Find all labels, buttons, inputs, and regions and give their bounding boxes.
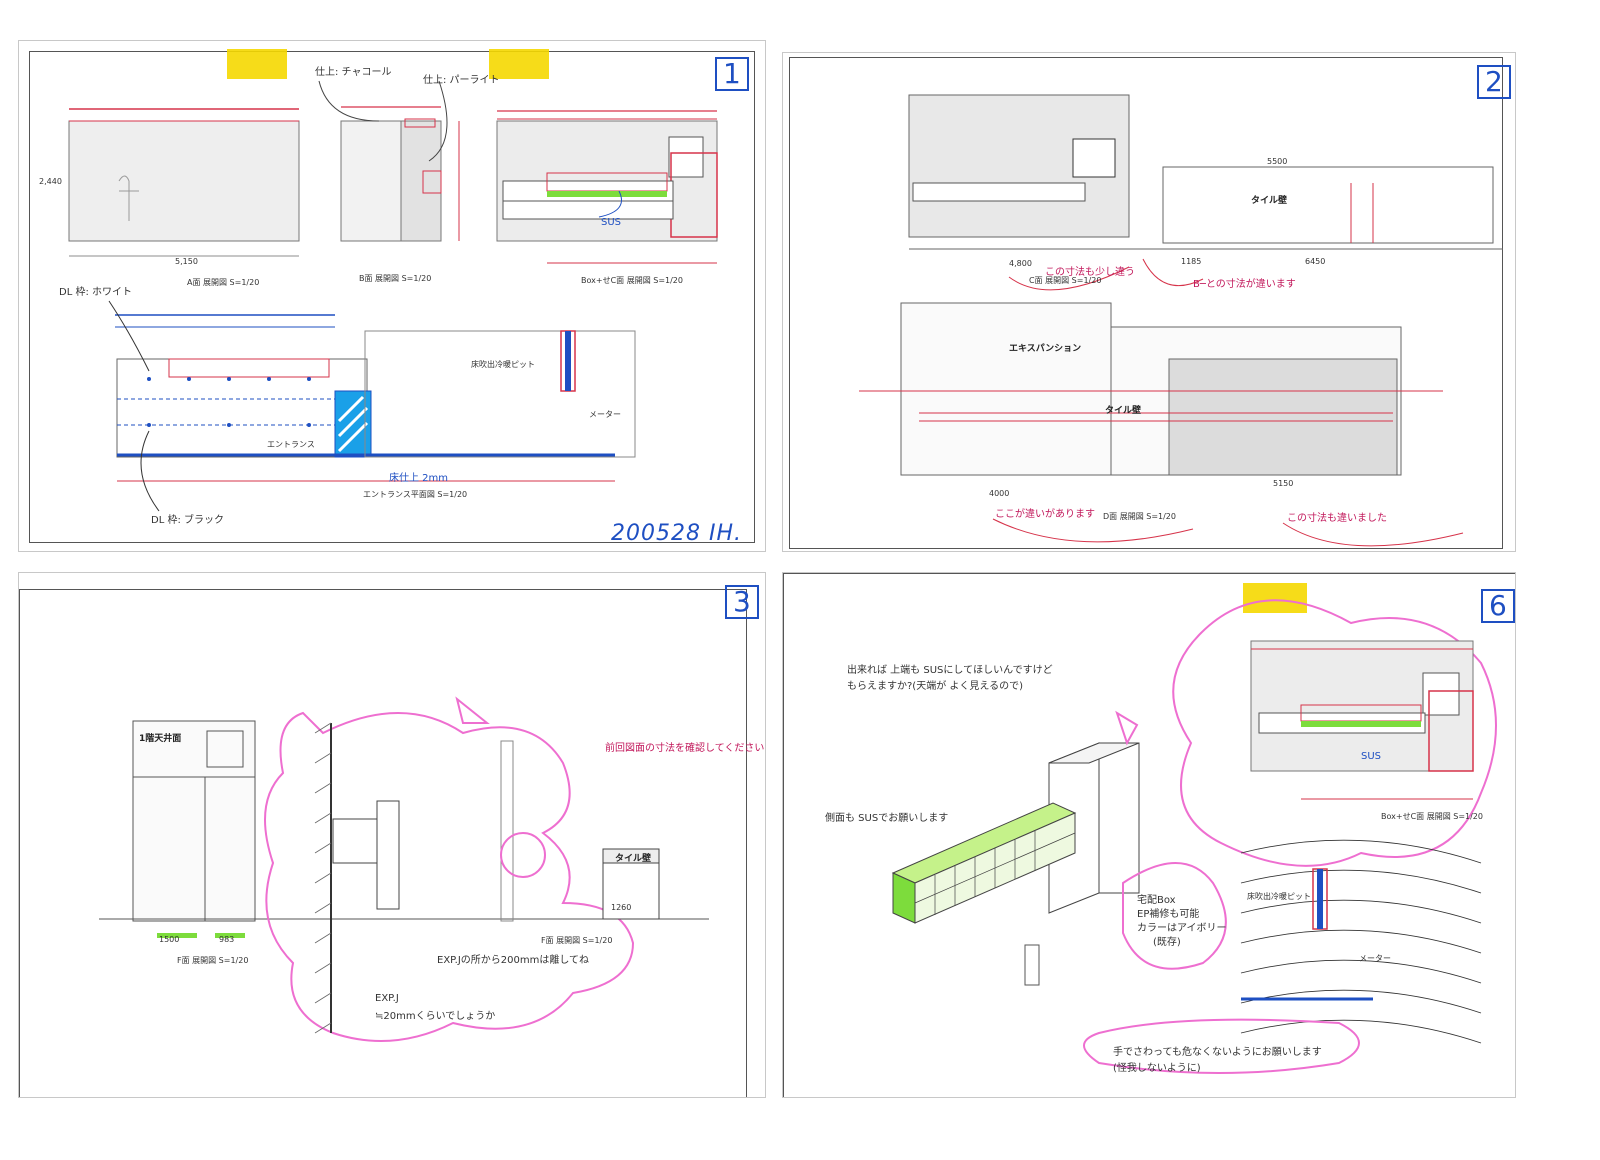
dim-2440: 2,440: [39, 177, 62, 186]
note-dl-bottom: DL 枠: ブラック: [151, 515, 224, 526]
note-sus: SUS: [1361, 751, 1382, 762]
dim-5150: 5,150: [175, 257, 198, 266]
label-elevation-f: F面 展開図 S=1/20: [177, 956, 249, 965]
sheet-3-drawing: [99, 696, 709, 1042]
note-floor: 床仕上 2mm: [389, 473, 449, 484]
note-box-2: EP補修も可能: [1137, 909, 1200, 920]
dim-5150: 5150: [1273, 479, 1294, 488]
note-bottom-2: (怪我しないように): [1113, 1063, 1201, 1074]
label-elevation-c: Box+せC面 展開図 S=1/20: [1381, 812, 1483, 821]
dim-6450: 6450: [1305, 257, 1326, 266]
signature: 200528 IH.: [611, 521, 742, 546]
elevation-a: [68, 108, 300, 257]
label-tile-wall-2: タイル壁: [1105, 406, 1142, 416]
dim-4000: 4000: [989, 489, 1010, 498]
sheet-3-frame: [19, 589, 747, 1097]
note-top: 出来れば 上端も SUSにしてほしいんですけど: [847, 665, 1053, 676]
note-pit: 前回図面の寸法を確認してください: [605, 743, 765, 754]
label-elevation-f2: F面 展開図 S=1/20: [541, 936, 613, 945]
note-exp: EXP.Jの所から200mmは離してね: [437, 955, 590, 966]
label-exp: EXP.J: [375, 993, 399, 1004]
dim-1500: 1500: [159, 935, 180, 944]
dim-1185: 1185: [1181, 257, 1202, 266]
elevation-c-copy: [1172, 599, 1497, 867]
label-tile-wall: タイル壁: [1251, 196, 1288, 206]
sheet-2-frame: [789, 57, 1503, 549]
sheet-2: 2 タイル壁 エキスパンション タイル壁 C面 展開図 S=1/20 D面 展開…: [782, 52, 1516, 552]
note-1: この寸法も少し違う: [1045, 267, 1135, 278]
sheet-2-drawing: [859, 94, 1503, 547]
dim-5500: 5500: [1267, 157, 1288, 166]
sheet-1: 1: [18, 40, 766, 552]
note-dl-top: DL 枠: ホワイト: [59, 287, 132, 298]
masking-tape: [489, 49, 549, 79]
elevation-c: [496, 110, 718, 264]
isometric-sketch: [891, 710, 1140, 986]
label-entrance-plan: エントランス平面図 S=1/20: [363, 490, 468, 499]
sheet-number: 2: [1477, 65, 1511, 99]
sheet-6-drawing: [891, 599, 1497, 1074]
note-sus: SUS: [601, 217, 622, 228]
sheet-1-frame: [29, 51, 755, 543]
label-elevation-c: C面 展開図 S=1/20: [1029, 276, 1102, 285]
masking-tape: [1243, 583, 1307, 613]
note-top-2: もらえますか?(天端が よく見えるので): [847, 681, 1023, 692]
section-detail: [264, 696, 660, 1042]
sheet-3: 3: [18, 572, 766, 1098]
note-3: ここが違いがあります: [995, 509, 1095, 520]
sheet-1-drawing: [68, 80, 718, 512]
sheet-6: 6: [782, 572, 1516, 1098]
dim-4800: 4,800: [1009, 259, 1032, 268]
plan-copy: [1240, 839, 1482, 1044]
sheet-number: 1: [715, 57, 749, 91]
label-tile-wall: タイル壁: [615, 854, 652, 864]
masking-tape: [227, 49, 287, 79]
note-box-3: カラーはアイボリー: [1137, 923, 1227, 934]
note-bottom: 手でさわっても危なくないようにお願いします: [1113, 1047, 1322, 1058]
entrance-plan: [108, 300, 636, 512]
label-meter: メーター: [589, 410, 621, 419]
label-elevation-c: Box+せC面 展開図 S=1/20: [581, 276, 683, 285]
note-2: B─との寸法が違います: [1193, 279, 1296, 290]
sheet-6-frame: [783, 573, 1515, 1097]
note-exp-sub: ≒20mmくらいでしょうか: [375, 1011, 496, 1022]
elevation-d: [859, 302, 1464, 547]
label-pit: 床吹出冷暖ピット: [1247, 892, 1311, 901]
note-box: 宅配Box: [1137, 895, 1176, 906]
elevation-c: [908, 94, 1503, 291]
label-expansion: エキスパンション: [1009, 344, 1082, 354]
note-side: 側面も SUSでお願いします: [825, 813, 949, 824]
note-material-right: 仕上: パーライト: [423, 75, 500, 86]
note-material-top: 仕上: チャコール: [315, 67, 392, 78]
label-elevation-d: D面 展開図 S=1/20: [1103, 512, 1176, 521]
dim-1260: 1260: [611, 903, 632, 912]
label-elevation-a: A面 展開図 S=1/20: [187, 278, 260, 287]
label-elevation-b: B面 展開図 S=1/20: [359, 274, 432, 283]
dim-983: 983: [219, 935, 235, 944]
label-ceiling: 1階天井面: [139, 734, 182, 744]
note-box-4: (既存): [1153, 937, 1181, 948]
note-4: この寸法も違いました: [1287, 513, 1387, 524]
elevation-f: [99, 720, 709, 938]
sheet-number: 6: [1481, 589, 1515, 623]
sheet-number: 3: [725, 585, 759, 619]
label-pit: 床吹出冷暖ピット: [471, 360, 535, 369]
elevation-b: [318, 80, 460, 242]
label-entrance: エントランス: [267, 440, 315, 449]
label-meter: メーター: [1359, 954, 1391, 963]
